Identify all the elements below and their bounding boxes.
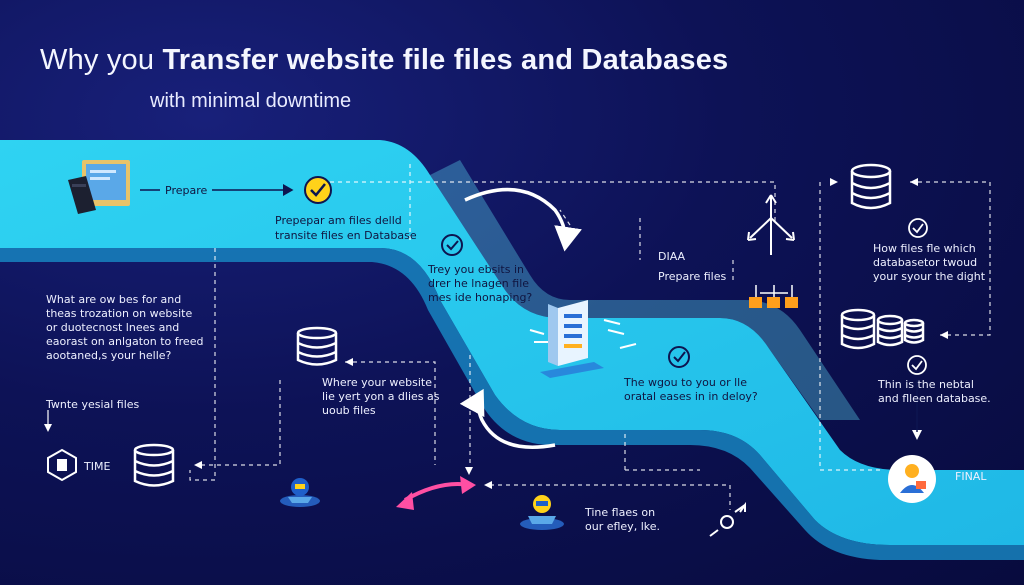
database-icon-stack bbox=[840, 308, 925, 350]
label-where-2: lie yert yon a dlies as bbox=[322, 390, 440, 403]
check-icon-trey bbox=[441, 234, 463, 256]
title-part-2: Transfer website file files and Database… bbox=[162, 44, 729, 76]
title-part-1: Why you bbox=[40, 44, 163, 76]
server-icon bbox=[540, 300, 604, 378]
label-way-2: oratal eases in in deloy? bbox=[624, 390, 758, 403]
laptop-icon bbox=[68, 160, 130, 214]
label-prepare-files-1: Prepepar am files delld bbox=[275, 214, 402, 227]
label-prepare: Prepare bbox=[165, 184, 208, 197]
dashed-connectors bbox=[189, 160, 991, 510]
label-what-4: eaorast on anlgaton to freed bbox=[46, 335, 204, 348]
database-icon-top-right bbox=[850, 163, 892, 210]
label-prepare-files-2: transite files en Database bbox=[275, 229, 417, 242]
label-what-3: or duotecnost lnees and bbox=[46, 321, 180, 334]
database-icon-time bbox=[133, 443, 175, 487]
label-dia: DIAA bbox=[658, 250, 686, 263]
robot-icon-left bbox=[280, 478, 320, 507]
nodes-icon bbox=[749, 285, 798, 308]
label-way-1: The wgou to you or lle bbox=[624, 376, 748, 389]
flow-band bbox=[0, 140, 1024, 545]
page-title: Why you Transfer website file files and … bbox=[40, 42, 728, 78]
arrows-icon bbox=[747, 194, 795, 255]
check-icon-way bbox=[668, 346, 690, 368]
curved-arrow-top bbox=[464, 187, 582, 252]
label-tine-2: our efley, lke. bbox=[585, 520, 660, 533]
connector-arrowheads bbox=[44, 178, 948, 489]
label-trey-3: mes ide honaping? bbox=[428, 291, 533, 304]
label-where-1: Where your website bbox=[322, 376, 433, 389]
label-what-5: aootaned,s your helle? bbox=[46, 349, 172, 362]
check-icon-this bbox=[907, 355, 927, 375]
label-write: Twnte yesial files bbox=[46, 398, 140, 411]
label-how-2: databasetor twoud bbox=[873, 256, 978, 269]
database-icon-middle bbox=[296, 326, 338, 366]
label-this-2: and flleen database. bbox=[878, 392, 991, 405]
person-icon bbox=[888, 455, 936, 503]
check-icon-prepare bbox=[304, 176, 332, 204]
data-flow-arrows bbox=[529, 319, 637, 349]
label-trey-2: drer he lnagen file bbox=[428, 277, 530, 290]
shield-icon bbox=[47, 448, 77, 482]
check-icon-how bbox=[908, 218, 928, 238]
label-what-2: theas trozation on website bbox=[46, 307, 193, 320]
label-how-3: your syour the dight bbox=[873, 270, 986, 283]
swap-arrows-icon bbox=[396, 476, 476, 510]
label-final: FINAL bbox=[955, 470, 987, 483]
flow-band-upper bbox=[430, 160, 860, 420]
label-where-3: uoub files bbox=[322, 404, 376, 417]
label-trey-1: Trey you ebsits in bbox=[428, 263, 524, 276]
label-this-1: Thin is the nebtal bbox=[878, 378, 974, 391]
label-tine-1: Tine flaes on bbox=[585, 506, 656, 519]
flow-band-shadow bbox=[0, 248, 1024, 560]
label-prepare-files: Prepare files bbox=[658, 270, 727, 283]
curved-arrow-bottom bbox=[459, 388, 556, 449]
robot-icon-bottom bbox=[520, 495, 564, 530]
label-time: TIME bbox=[84, 460, 111, 473]
label-how-1: How files fle which bbox=[873, 242, 976, 255]
gear-arrows-icon bbox=[709, 501, 746, 537]
page-subtitle: with minimal downtime bbox=[150, 90, 352, 112]
label-what-1: What are ow bes for and bbox=[46, 293, 182, 306]
